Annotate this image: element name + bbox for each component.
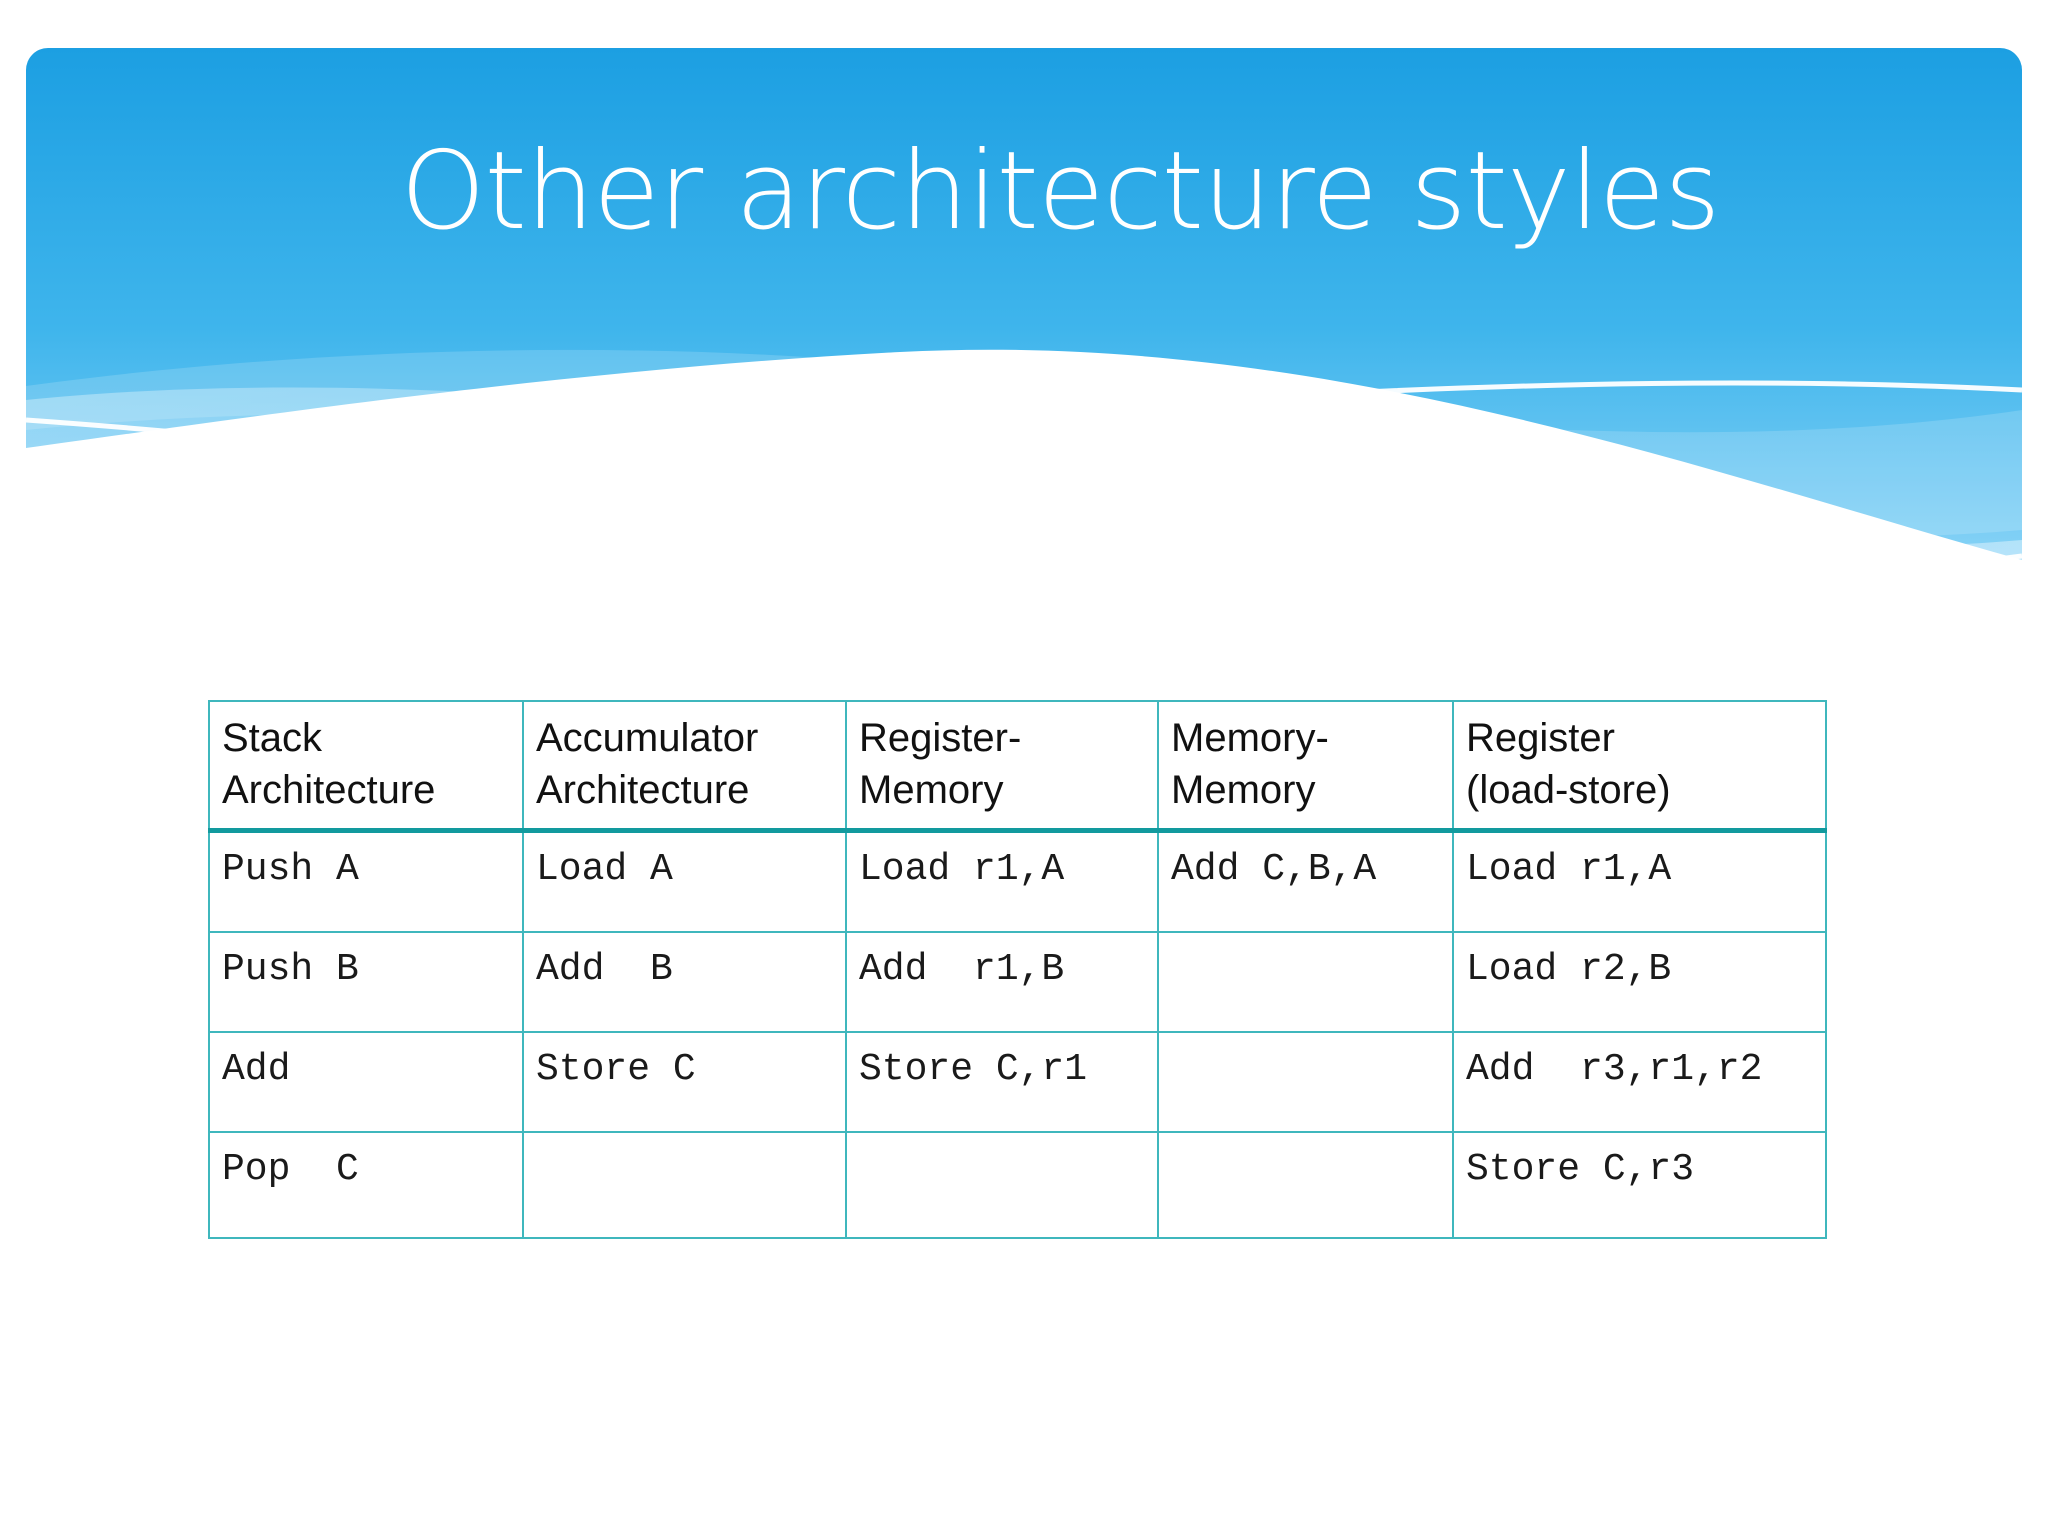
cell-register-memory <box>845 1131 1159 1239</box>
cell-stack: Pop C <box>208 1131 524 1239</box>
cell-memory-memory <box>1157 931 1454 1033</box>
cell-register-load-store: Load r2,B <box>1452 931 1827 1033</box>
column-header-accumulator-line2: Architecture <box>536 768 750 812</box>
header-banner <box>0 0 2048 600</box>
column-header-accumulator-line1: Accumulator <box>536 716 759 760</box>
cell-accumulator: Add B <box>522 931 847 1033</box>
cell-memory-memory: Add C,B,A <box>1157 829 1454 933</box>
column-header-stack-line2: Architecture <box>222 768 436 812</box>
cell-register-load-store: Load r1,A <box>1452 829 1827 933</box>
cell-memory-memory <box>1157 1031 1454 1133</box>
column-header-register-memory-line1: Register- <box>859 716 1022 760</box>
cell-register-memory: Store C,r1 <box>845 1031 1159 1133</box>
banner-blue-field <box>26 48 2022 600</box>
cell-stack: Push B <box>208 931 524 1033</box>
cell-accumulator <box>522 1131 847 1239</box>
cell-stack: Push A <box>208 829 524 933</box>
cell-register-memory: Add r1,B <box>845 931 1159 1033</box>
cell-register-load-store: Store C,r3 <box>1452 1131 1827 1239</box>
cell-memory-memory <box>1157 1131 1454 1239</box>
column-header-stack: Stack Architecture <box>208 700 524 833</box>
table-header-row: Stack Architecture Accumulator Architect… <box>208 700 1827 833</box>
table-row: Push B Add B Add r1,B Load r2,B <box>208 931 1827 1033</box>
column-header-accumulator: Accumulator Architecture <box>522 700 847 833</box>
page-title: Other architecture styles <box>400 129 1720 254</box>
banner-graphic <box>26 48 2022 600</box>
table-row: Add Store C Store C,r1 Add r3,r1,r2 <box>208 1031 1827 1133</box>
column-header-memory-memory-line2: Memory <box>1171 768 1316 812</box>
cell-register-load-store: Add r3,r1,r2 <box>1452 1031 1827 1133</box>
cell-accumulator: Store C <box>522 1031 847 1133</box>
table-row: Pop C Store C,r3 <box>208 1131 1827 1239</box>
column-header-register-memory-line2: Memory <box>859 768 1004 812</box>
architecture-comparison-table: Stack Architecture Accumulator Architect… <box>208 700 1827 1239</box>
cell-stack: Add <box>208 1031 524 1133</box>
column-header-register-load-store-line1: Register <box>1466 716 1615 760</box>
cell-register-memory: Load r1,A <box>845 829 1159 933</box>
column-header-memory-memory: Memory- Memory <box>1157 700 1454 833</box>
column-header-register-load-store-line2: (load-store) <box>1466 768 1671 812</box>
column-header-register-load-store: Register (load-store) <box>1452 700 1827 833</box>
column-header-memory-memory-line1: Memory- <box>1171 716 1329 760</box>
column-header-stack-line1: Stack <box>222 716 323 760</box>
column-header-register-memory: Register- Memory <box>845 700 1159 833</box>
table-row: Push A Load A Load r1,A Add C,B,A Load r… <box>208 829 1827 933</box>
cell-accumulator: Load A <box>522 829 847 933</box>
